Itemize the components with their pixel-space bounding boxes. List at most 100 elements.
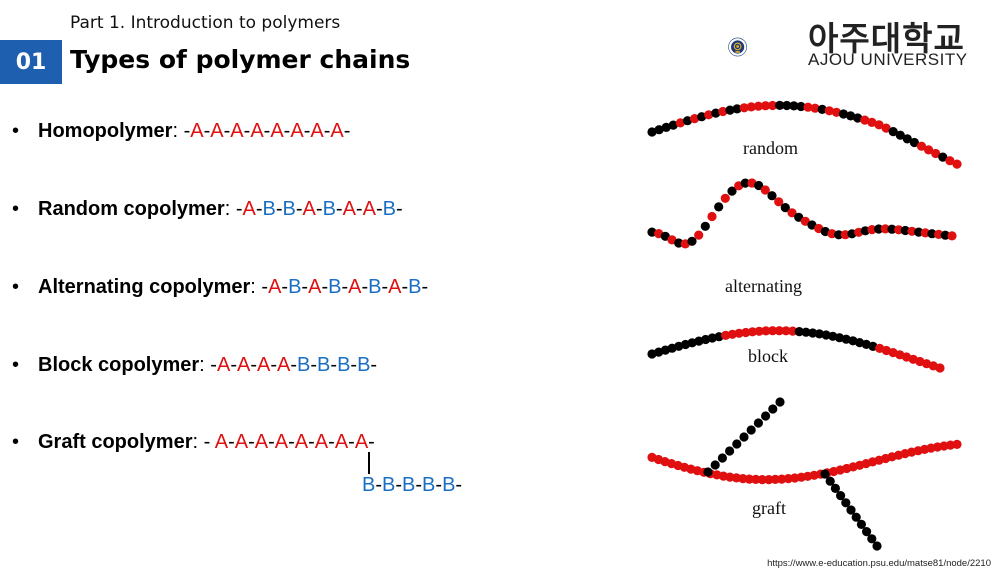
bullet-term: Alternating copolymer	[38, 276, 251, 298]
sequence-dash: -	[203, 120, 211, 142]
bead-red	[788, 326, 798, 336]
sequence-dash: -	[281, 276, 289, 298]
bead-red	[690, 114, 700, 124]
sequence-dash: -	[295, 198, 303, 220]
monomer-b: B	[317, 354, 331, 376]
sequence-dash: -	[455, 474, 463, 496]
bead-red	[768, 100, 778, 111]
monomer-a: A	[268, 276, 282, 298]
sequence-dash: -	[301, 276, 309, 298]
bead-black	[794, 327, 804, 337]
monomer-a: A	[257, 354, 271, 376]
monomer-a: A	[190, 120, 204, 142]
colon: :	[172, 120, 184, 142]
bead-black	[775, 100, 785, 110]
monomer-a: A	[330, 120, 344, 142]
bead-red	[704, 110, 714, 120]
sequence-dash: -	[401, 276, 409, 298]
sequence-dash: -	[248, 431, 255, 453]
sequence-dash: -	[395, 474, 403, 496]
bead-black	[703, 467, 713, 477]
colon: :	[224, 198, 236, 220]
sequence-dash: -	[341, 276, 349, 298]
monomer-a: A	[348, 276, 362, 298]
bead-black	[872, 541, 882, 551]
bullet-sequence: A-A-A-A-A-A-A-A-	[215, 431, 375, 453]
bead-red	[952, 159, 962, 169]
source-url: https://www.e-education.psu.edu/matse81/…	[767, 558, 991, 569]
sequence-dash: -	[330, 354, 338, 376]
sequence-dash: -	[368, 431, 375, 453]
bullet-dot: •	[12, 276, 20, 298]
sequence-dash: -	[370, 354, 378, 376]
bead-black	[846, 505, 856, 515]
bead-black	[817, 104, 827, 114]
bead-black	[768, 404, 778, 414]
bead-black	[940, 230, 950, 240]
bead-black	[820, 469, 830, 479]
bead-black	[838, 109, 849, 119]
sequence-dash: -	[323, 120, 331, 142]
bullet-term: Homopolymer	[38, 120, 173, 142]
bead-black	[725, 446, 735, 456]
sequence-dash: -	[395, 198, 403, 220]
bead-black	[725, 105, 735, 115]
bead-red	[945, 156, 955, 166]
bead-red	[840, 230, 850, 240]
sequence-dash: -	[303, 120, 311, 142]
colon: : -	[192, 431, 215, 453]
bead-red	[694, 230, 704, 240]
bead-black	[856, 519, 866, 529]
bead-red	[787, 208, 797, 218]
bead-red	[800, 216, 810, 226]
monomer-a: A	[362, 198, 376, 220]
bullet-sequence: -A-A-A-A-B-B-B-B-	[210, 354, 377, 376]
monomer-b: B	[357, 354, 371, 376]
bead-black	[754, 180, 764, 191]
monomer-b: B	[382, 474, 396, 496]
bead-red	[781, 326, 791, 336]
bead-red	[747, 327, 758, 337]
sequence-dash: -	[310, 354, 318, 376]
bead-red	[907, 226, 917, 236]
bead-black	[801, 327, 811, 337]
monomer-a: A	[290, 120, 304, 142]
monomer-a: A	[310, 120, 324, 142]
monomer-a: A	[234, 431, 249, 453]
bead-red	[831, 107, 841, 117]
bullet-item: •Graft copolymer: - A-A-A-A-A-A-A-A-	[12, 431, 375, 454]
bead-black	[834, 230, 844, 240]
bead-black	[782, 100, 792, 111]
bead-black	[846, 111, 856, 121]
bead-black	[900, 225, 910, 236]
label-alternating: alternating	[725, 276, 802, 296]
sequence-dash: -	[250, 354, 257, 376]
bead-red	[880, 224, 890, 234]
monomer-b: B	[408, 276, 422, 298]
bead-red	[874, 120, 884, 130]
university-name-english: AJOU UNIVERSITY	[808, 50, 968, 69]
bead-black	[700, 221, 710, 231]
bead-red	[746, 102, 756, 112]
bead-red	[881, 123, 891, 133]
bead-black	[740, 178, 750, 188]
sequence-dash: -	[228, 431, 235, 453]
monomer-b: B	[322, 198, 336, 220]
bead-black	[853, 113, 863, 123]
random-chain	[647, 100, 962, 169]
university-emblem	[728, 37, 747, 57]
bead-black	[732, 104, 742, 114]
bead-black	[789, 101, 799, 111]
monomer-a: A	[236, 354, 251, 376]
bead-black	[761, 411, 771, 421]
university-name-korean: 아주대학교	[808, 19, 965, 58]
bead-red	[920, 228, 930, 238]
bead-black	[687, 236, 697, 246]
monomer-a: A	[242, 198, 256, 220]
sequence-dash: -	[348, 431, 355, 453]
bead-red	[744, 474, 754, 484]
colon: :	[250, 276, 262, 298]
sequence-dash: -	[270, 354, 278, 376]
bead-red	[768, 326, 778, 336]
bead-black	[808, 328, 818, 338]
